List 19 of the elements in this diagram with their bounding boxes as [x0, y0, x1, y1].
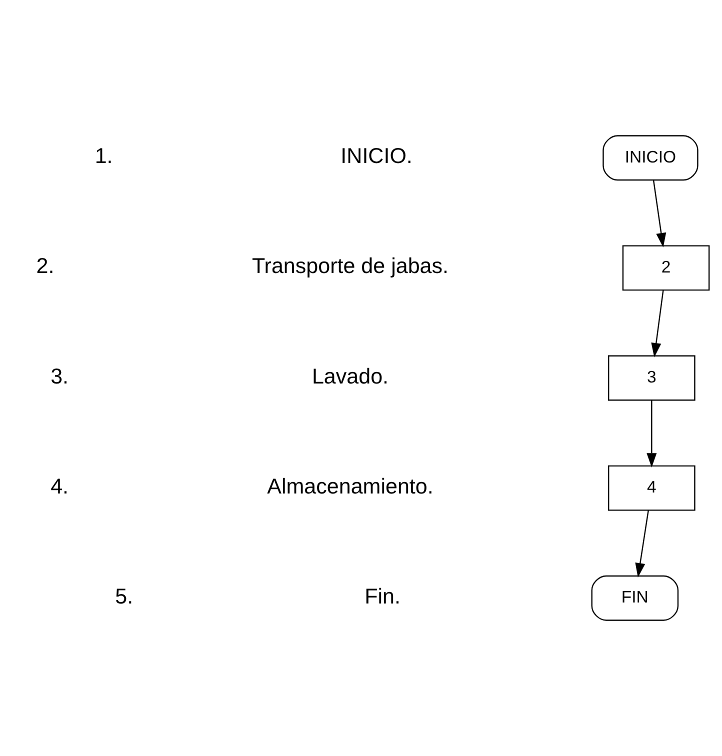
node-box: INICIO [602, 135, 698, 181]
label: Lavado. [312, 364, 389, 388]
node-box: 4 [608, 465, 696, 511]
label: 2. [36, 254, 54, 278]
node-box: 2 [622, 245, 710, 291]
arrow [646, 400, 657, 468]
arrow [651, 290, 664, 358]
arrow [635, 510, 649, 578]
label: Transporte de jabas. [252, 254, 449, 278]
arrow [652, 180, 666, 248]
node-box: FIN [591, 575, 679, 621]
label: 1. [94, 144, 113, 168]
label: Almacenamiento. [267, 474, 434, 498]
node-box: 3 [608, 355, 696, 401]
label: 4. [50, 474, 69, 498]
label: 3. [50, 364, 69, 388]
label: 5. [115, 584, 134, 608]
label: Fin. [364, 584, 400, 608]
label: INICIO. [340, 144, 412, 168]
